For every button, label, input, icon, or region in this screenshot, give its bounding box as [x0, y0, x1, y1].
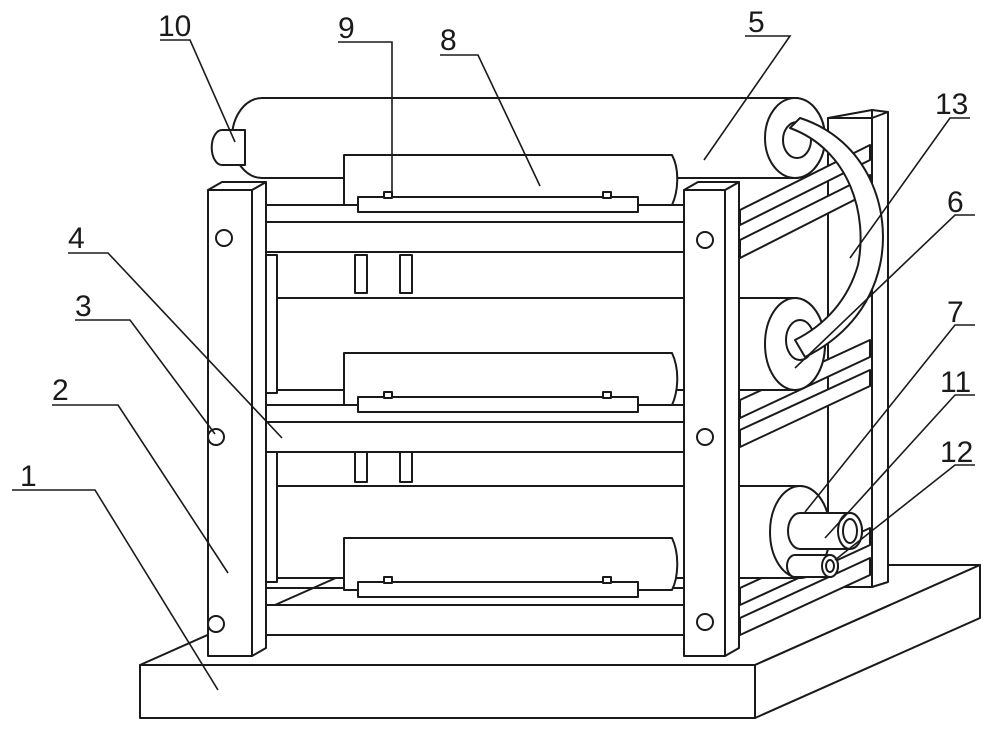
callout-3: 3	[75, 290, 92, 323]
callout-7: 7	[947, 296, 964, 329]
callout-9: 9	[338, 12, 355, 45]
outlet-pipes	[786, 512, 863, 578]
leader-lines	[12, 35, 975, 691]
connecting-pipe	[789, 117, 884, 358]
scraper-middle	[343, 352, 679, 413]
callout-4: 4	[68, 222, 85, 255]
callout-8: 8	[440, 24, 457, 57]
scraper-upper	[343, 154, 679, 213]
callout-6: 6	[947, 186, 964, 219]
callout-labels: 1 2 3 4 5 6 7 8 9 10 11 12 13	[20, 6, 973, 493]
right-upright	[683, 181, 740, 657]
scraper-lower	[343, 537, 679, 598]
cross-beams	[251, 204, 685, 636]
inner-struts	[264, 254, 413, 583]
callout-10: 10	[158, 10, 191, 43]
left-upright	[207, 181, 267, 657]
callout-5: 5	[748, 6, 765, 39]
callout-13: 13	[935, 88, 968, 121]
callout-1: 1	[20, 460, 37, 493]
callout-12: 12	[940, 436, 973, 469]
callout-11: 11	[940, 366, 971, 399]
callout-2: 2	[52, 374, 69, 407]
